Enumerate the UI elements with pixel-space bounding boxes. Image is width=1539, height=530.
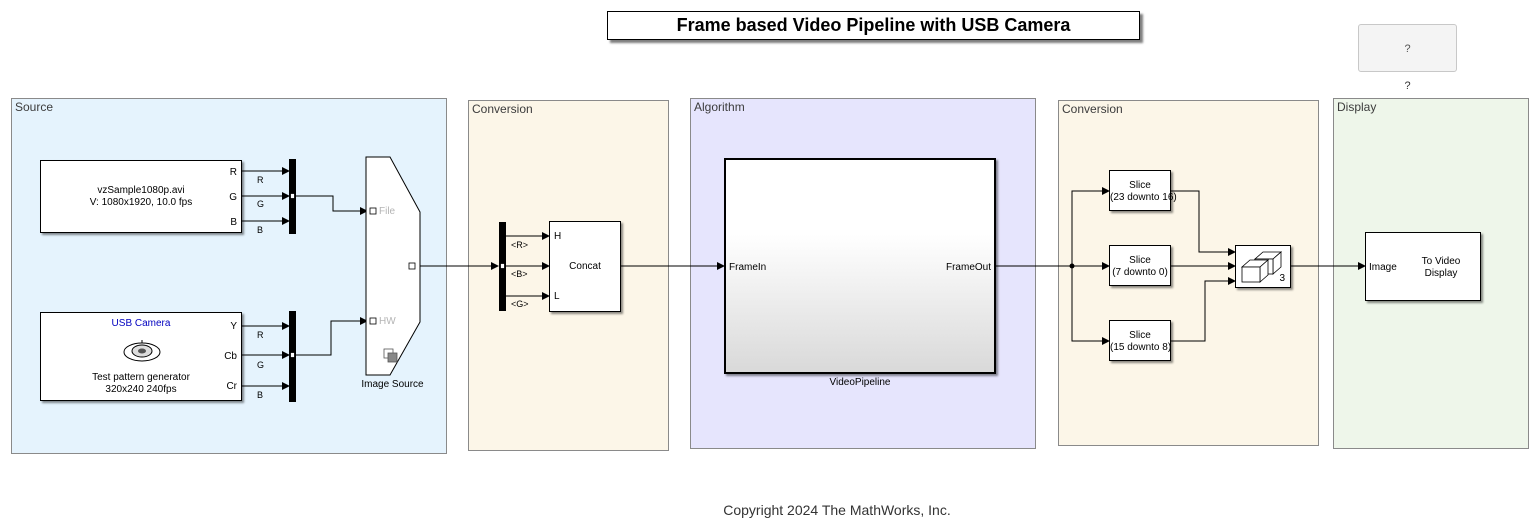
slice-label: Slice: [1129, 180, 1151, 191]
port-cb: Cb: [224, 351, 237, 362]
concat-label: Concat: [569, 261, 601, 272]
usb-camera-mode: Test pattern generator: [92, 372, 190, 383]
to-video-display-line1: To Video: [1421, 256, 1461, 267]
port-hw: HW: [379, 316, 396, 327]
port-image: Image: [1369, 262, 1397, 273]
area-display-label: Display: [1337, 100, 1377, 114]
vector-concat-block[interactable]: 3: [1235, 245, 1291, 288]
webcam-icon: [123, 340, 161, 362]
signal-label-r: R: [257, 175, 264, 185]
port-b: B: [230, 217, 237, 228]
to-video-display-line2: Display: [1424, 268, 1458, 279]
file-video-info: V: 1080x1920, 10.0 fps: [89, 197, 193, 208]
slice-block-7-0[interactable]: Slice (7 downto 0): [1109, 245, 1171, 286]
port-g: G: [229, 192, 237, 203]
signal-label-g: <G>: [511, 299, 529, 309]
port-r: R: [229, 167, 237, 178]
usb-camera-block[interactable]: USB Camera Test pattern generator 320x24…: [40, 312, 242, 401]
signal-label-g: G: [257, 360, 265, 370]
help-button-caption: ?: [1404, 80, 1411, 92]
signal-label-b: <B>: [511, 269, 528, 279]
image-source-block[interactable]: [364, 156, 426, 378]
concat-block[interactable]: Concat H L: [549, 221, 621, 312]
slice-range: (23 downto 16): [1110, 192, 1177, 203]
usb-camera-title: USB Camera: [111, 318, 171, 329]
signal-label-b: B: [257, 225, 264, 235]
signal-label-r: R: [257, 330, 264, 340]
slice-label: Slice: [1129, 255, 1151, 266]
area-conversion-in-label: Conversion: [472, 102, 533, 116]
copyright-note: Copyright 2024 The MathWorks, Inc.: [723, 502, 951, 518]
cube-stack-icon: [1240, 251, 1283, 283]
file-source-block[interactable]: vzSample1080p.avi V: 1080x1920, 10.0 fps…: [40, 160, 242, 233]
signal-label-b: B: [257, 390, 264, 400]
slice-block-15-8[interactable]: Slice (15 downto 8): [1109, 320, 1171, 361]
port-file: File: [379, 206, 396, 217]
area-source-label: Source: [15, 100, 54, 114]
signal-label-g: G: [257, 199, 265, 209]
port-cr: Cr: [226, 381, 237, 392]
port-frame-in: FrameIn: [729, 262, 767, 273]
video-pipeline-block[interactable]: FrameIn FrameOut: [724, 158, 996, 374]
port-frame-out: FrameOut: [945, 262, 991, 273]
video-pipeline-label: VideoPipeline: [829, 377, 891, 388]
port-y: Y: [230, 321, 237, 332]
model-title: Frame based Video Pipeline with USB Came…: [607, 11, 1140, 40]
help-button[interactable]: ?: [1358, 24, 1457, 72]
slice-label: Slice: [1129, 330, 1151, 341]
usb-camera-resolution: 320x240 240fps: [105, 384, 177, 395]
slice-block-23-16[interactable]: Slice (23 downto 16): [1109, 170, 1177, 211]
area-algorithm-label: Algorithm: [694, 100, 745, 114]
file-name-label: vzSample1080p.avi: [97, 185, 185, 196]
port-l: L: [554, 291, 560, 302]
signal-label-r: <R>: [511, 240, 529, 250]
image-source-label: Image Source: [361, 379, 424, 390]
port-h: H: [554, 231, 562, 242]
to-video-display-block[interactable]: Image To Video Display: [1365, 232, 1481, 301]
slice-range: (7 downto 0): [1112, 267, 1168, 278]
vector-concat-count: 3: [1279, 273, 1285, 284]
area-conversion-out-label: Conversion: [1062, 102, 1123, 116]
slice-range: (15 downto 8): [1110, 342, 1172, 353]
